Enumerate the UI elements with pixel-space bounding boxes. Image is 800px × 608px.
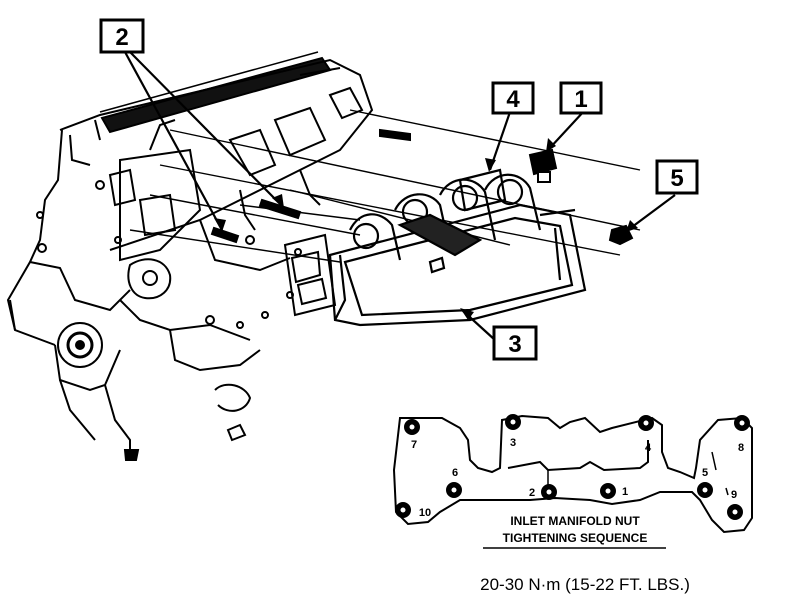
sensor-part: [528, 148, 558, 183]
manifold-gasket: [283, 233, 337, 317]
seq-number-4: 4: [645, 442, 652, 454]
callout-4-label: 4: [506, 86, 520, 113]
callout-3: 3: [492, 325, 538, 361]
inlet-manifold: [328, 168, 587, 327]
seq-number-8: 8: [738, 442, 744, 454]
sequence-caption-line1: INLET MANIFOLD NUT: [510, 514, 640, 528]
seq-number-10: 10: [419, 507, 431, 519]
callout-3-label: 3: [508, 331, 521, 358]
torque-spec: 20-30 N·m (15-22 FT. LBS.): [480, 575, 690, 594]
callout-1: 1: [559, 81, 603, 115]
callout-1-label: 1: [574, 86, 587, 113]
callout-5: 5: [655, 159, 699, 195]
leader-arrowheads: [214, 138, 638, 320]
seq-number-9: 9: [731, 489, 737, 501]
callout-2-label: 2: [115, 24, 128, 51]
seq-number-2: 2: [529, 487, 535, 499]
seq-number-5: 5: [702, 467, 708, 479]
seq-number-6: 6: [452, 467, 458, 479]
callout-2: 2: [99, 18, 145, 54]
studs: [210, 128, 411, 245]
seq-number-7: 7: [411, 439, 417, 451]
tightening-sequence-inset: 7 3 4 8 6 2 1 5 10 9 INLET MANIFOLD NUT …: [392, 414, 753, 549]
manifold-flange-outline: [392, 414, 753, 534]
callout-5-label: 5: [670, 165, 683, 192]
sequence-bolts: [395, 414, 750, 520]
seq-number-3: 3: [510, 437, 516, 449]
sequence-caption-line2: TIGHTENING SEQUENCE: [503, 531, 648, 545]
seq-number-1: 1: [622, 486, 628, 498]
callout-4: 4: [491, 81, 535, 115]
